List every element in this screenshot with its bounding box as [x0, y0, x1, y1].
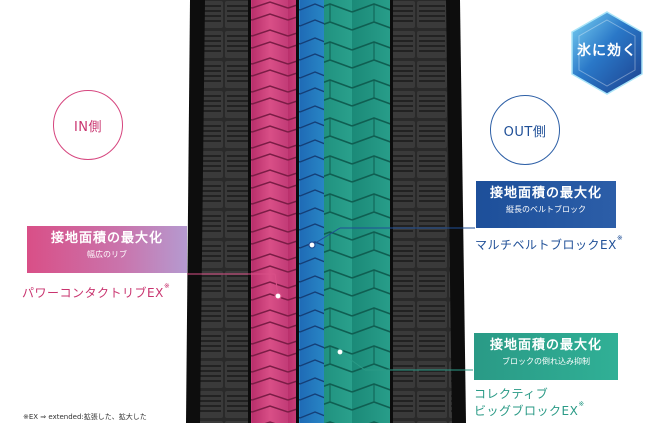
pink-callout-title: 接地面積の最大化	[50, 231, 163, 246]
teal-feature-mark: ※	[578, 400, 585, 408]
teal-feature-line1: コレクティブ	[474, 387, 549, 401]
blue-callout-title: 接地面積の最大化	[489, 186, 602, 201]
pink-callout-sub: 幅広のリブ	[87, 250, 127, 259]
teal-callout-box: 接地面積の最大化 ブロックの倒れ込み抑制	[474, 333, 618, 380]
tire-body	[186, 0, 466, 423]
pink-feature-text: パワーコンタクトリブEX	[22, 286, 164, 300]
pink-feature-name: パワーコンタクトリブEX※	[22, 282, 171, 301]
blue-callout-box: 接地面積の最大化 縦長のベルトブロック	[476, 181, 616, 228]
blue-feature-mark: ※	[616, 234, 624, 242]
blue-feature-text: マルチベルトブロックEX	[475, 238, 617, 252]
teal-callout-title: 接地面積の最大化	[489, 338, 602, 353]
blue-callout-sub: 縦長のベルトブロック	[506, 205, 586, 214]
footnote: ※EX ⇒ extended:拡張した、拡大した	[23, 413, 147, 421]
in-side-label: IN側	[53, 90, 123, 160]
callout-lines	[187, 227, 475, 371]
badge-label: 氷に効く	[577, 43, 637, 59]
blue-feature-name: マルチベルトブロックEX※	[475, 234, 624, 253]
teal-feature-text: ビッグブロックEX	[474, 404, 579, 418]
hexagon-badge-icon	[571, 11, 643, 95]
pink-feature-mark: ※	[163, 282, 171, 290]
teal-feature-line2: ビッグブロックEX※	[474, 400, 585, 419]
teal-callout-sub: ブロックの倒れ込み抑制	[502, 357, 590, 366]
out-side-label: OUT側	[490, 95, 560, 165]
pink-callout-box: 接地面積の最大化 幅広のリブ	[27, 226, 187, 273]
